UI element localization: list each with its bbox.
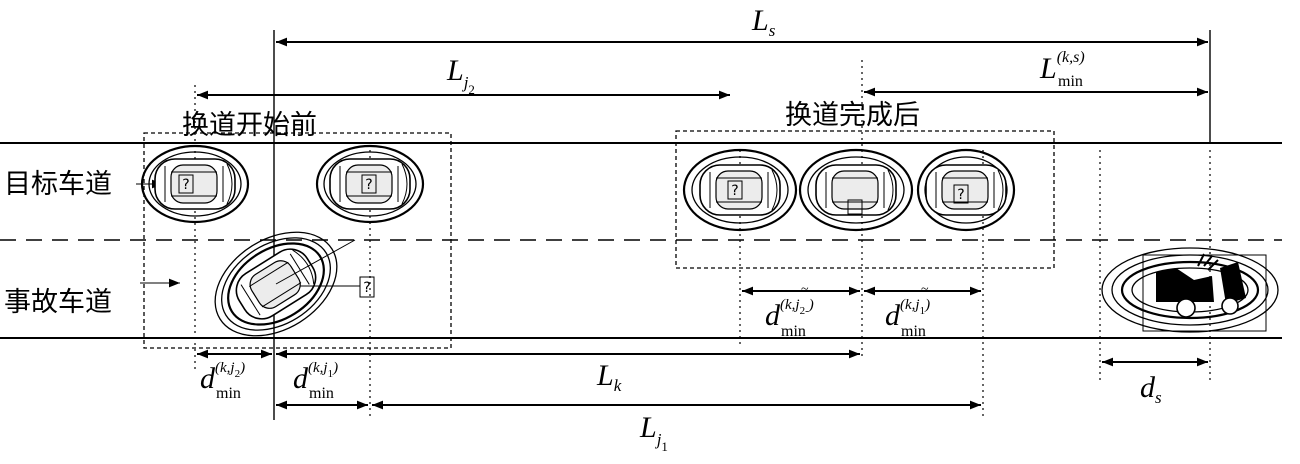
label-d-kj2-sub: min bbox=[216, 385, 241, 402]
car-icon bbox=[798, 148, 914, 232]
label-d-kj1-sub: min bbox=[309, 385, 334, 402]
pointer-line bbox=[275, 239, 356, 285]
tilde-mark: ~ bbox=[801, 282, 809, 297]
after-group-box bbox=[675, 130, 1055, 269]
car-icon: ? bbox=[315, 144, 425, 224]
after-label: 换道完成后 bbox=[785, 100, 920, 131]
label-d-kj2: d(k,j2) bbox=[200, 360, 245, 395]
label-d-tkj1: d(k,j1) bbox=[885, 297, 930, 332]
label-d-kj1: d(k,j1) bbox=[293, 360, 338, 395]
svg-text:?: ? bbox=[731, 183, 738, 199]
label-Lmin-ks: L(k,s) bbox=[1039, 49, 1085, 85]
label-Lj2: Lj2 bbox=[446, 54, 475, 97]
accident-lane-label: 事故车道 bbox=[4, 287, 112, 318]
car-icon: ? bbox=[916, 148, 1016, 232]
crashed-car-icon bbox=[1101, 247, 1279, 333]
before-label: 换道开始前 bbox=[182, 110, 317, 141]
target-lane-label: 目标车道 bbox=[4, 169, 112, 200]
label-d-tkj2-sub: min bbox=[781, 323, 806, 340]
tilde-mark: ~ bbox=[921, 282, 929, 297]
car-icon: ? bbox=[140, 144, 250, 224]
svg-text:?: ? bbox=[365, 177, 372, 193]
car-icon: ? bbox=[682, 148, 798, 232]
label-Lj1: Lj1 bbox=[639, 411, 668, 454]
car-icon bbox=[214, 231, 338, 337]
before-group-box bbox=[143, 132, 452, 349]
svg-text:?: ? bbox=[363, 280, 370, 296]
label-Lmin-ks-sub: min bbox=[1058, 73, 1083, 90]
label-Lk: Lk bbox=[596, 359, 622, 395]
label-Ls: Ls bbox=[751, 4, 776, 40]
label-d-tkj1-sub: min bbox=[901, 323, 926, 340]
label-ds: ds bbox=[1140, 371, 1162, 407]
svg-text:?: ? bbox=[182, 177, 189, 193]
label-d-tkj2: d(k,j2-) bbox=[765, 297, 814, 332]
svg-text:?: ? bbox=[957, 187, 964, 203]
q-marker bbox=[359, 276, 375, 298]
